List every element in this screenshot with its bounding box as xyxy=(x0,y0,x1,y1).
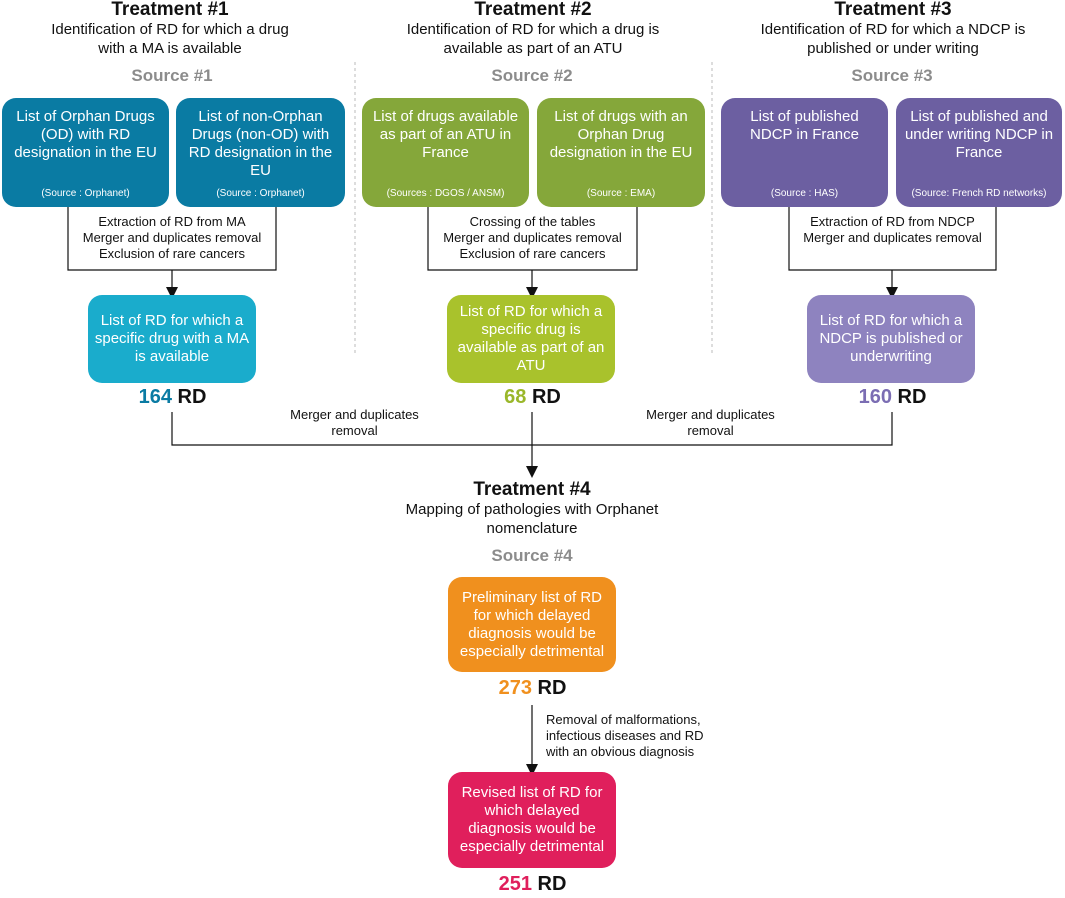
treatment-title: Treatment #1 xyxy=(111,0,229,20)
count-unit: RD xyxy=(177,386,207,408)
treatment-subtitle: Mapping of pathologies with Orphanet nom… xyxy=(405,501,659,537)
count-unit: RD xyxy=(897,386,927,408)
box-source: (Sources : DGOS / ANSM) xyxy=(386,188,505,199)
count-value: 164 xyxy=(138,386,172,408)
box-source: (Source : Orphanet) xyxy=(216,188,305,199)
treatment-subtitle: Identification of RD for which a drug wi… xyxy=(51,21,289,57)
revised-list-box: Revised list of RD for which delayed dia… xyxy=(448,772,616,868)
input-box-published-ndcp: List of published NDCP in France (Source… xyxy=(721,98,888,207)
count-unit: RD xyxy=(531,386,561,408)
process-note: Extraction of RD from NDCP Merger and du… xyxy=(791,214,994,246)
treatment-title: Treatment #4 xyxy=(473,479,591,500)
input-box-atu-drugs: List of drugs available as part of an AT… xyxy=(362,98,529,207)
box-text: List of published and under writing NDCP… xyxy=(904,108,1054,161)
source-label: Source #3 xyxy=(851,66,933,85)
box-source: (Source : Orphanet) xyxy=(41,188,130,199)
count-ma: 164 RD xyxy=(100,386,245,409)
box-text: Revised list of RD for which delayed dia… xyxy=(459,784,605,855)
treatment-title: Treatment #2 xyxy=(474,0,592,20)
box-text: List of RD for which a specific drug wit… xyxy=(94,312,250,365)
input-box-od-designation: List of drugs with an Orphan Drug design… xyxy=(537,98,705,207)
treatment-subtitle: Identification of RD for which a NDCP is… xyxy=(760,21,1026,57)
box-text: List of RD for which a specific drug is … xyxy=(457,303,605,374)
box-source: (Source: French RD networks) xyxy=(911,188,1047,199)
source-label: Source #1 xyxy=(131,66,213,85)
merge-note: Merger and duplicates removal xyxy=(646,407,775,438)
treatment-3-header: Treatment #3 Identification of RD for wh… xyxy=(738,0,1048,58)
count-unit: RD xyxy=(537,873,567,895)
treatment-title: Treatment #3 xyxy=(834,0,952,20)
box-text: List of drugs available as part of an AT… xyxy=(372,108,519,161)
removal-note: Removal of malformations, infectious dis… xyxy=(546,712,704,759)
count-ndcp: 160 RD xyxy=(820,386,965,409)
preliminary-list-box: Preliminary list of RD for which delayed… xyxy=(448,577,616,672)
box-source: (Source : HAS) xyxy=(770,188,839,199)
box-text: List of RD for which a NDCP is published… xyxy=(819,312,963,365)
input-box-non-orphan-drugs: List of non-Orphan Drugs (non-OD) with R… xyxy=(176,98,345,207)
box-text: List of Orphan Drugs (OD) with RD design… xyxy=(14,108,157,161)
count-unit: RD xyxy=(537,677,567,699)
count-atu: 68 RD xyxy=(460,386,605,409)
count-value: 273 xyxy=(498,677,532,699)
treatment-1-header: Treatment #1 Identification of RD for wh… xyxy=(15,0,325,58)
source-label: Source #4 xyxy=(491,546,573,565)
box-text: List of published NDCP in France xyxy=(750,108,859,143)
count-value: 251 xyxy=(498,873,532,895)
count-value: 160 xyxy=(858,386,892,408)
treatment-subtitle: Identification of RD for which a drug is… xyxy=(406,21,660,57)
result-box-atu: List of RD for which a specific drug is … xyxy=(447,295,615,383)
process-note: Extraction of RD from MA Merger and dupl… xyxy=(70,214,274,262)
input-box-orphan-drugs: List of Orphan Drugs (OD) with RD design… xyxy=(2,98,169,207)
process-note: Crossing of the tables Merger and duplic… xyxy=(430,214,635,262)
source-label: Source #2 xyxy=(491,66,573,85)
treatment-2-header: Treatment #2 Identification of RD for wh… xyxy=(378,0,688,58)
count-revised: 251 RD xyxy=(460,873,605,896)
box-text: List of drugs with an Orphan Drug design… xyxy=(549,108,693,161)
count-preliminary: 273 RD xyxy=(460,677,605,700)
treatment-4-header: Treatment #4 Mapping of pathologies with… xyxy=(382,480,682,538)
box-text: List of non-Orphan Drugs (non-OD) with R… xyxy=(188,108,333,179)
result-box-ndcp: List of RD for which a NDCP is published… xyxy=(807,295,975,383)
box-text: Preliminary list of RD for which delayed… xyxy=(459,588,605,660)
merge-note: Merger and duplicates removal xyxy=(290,407,419,438)
input-box-underwriting-ndcp: List of published and under writing NDCP… xyxy=(896,98,1062,207)
count-value: 68 xyxy=(504,386,527,408)
result-box-ma: List of RD for which a specific drug wit… xyxy=(88,295,256,383)
box-source: (Source : EMA) xyxy=(586,188,656,199)
